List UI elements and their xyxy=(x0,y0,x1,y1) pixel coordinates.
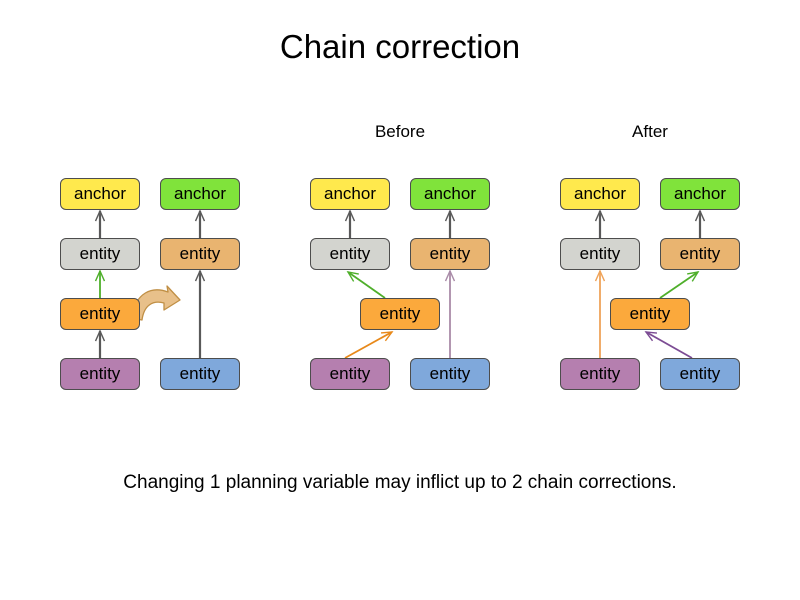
panel-before-arrow-grey-left-top-head xyxy=(344,209,356,222)
panel-plain-entity-purple[interactable]: entity xyxy=(60,358,140,390)
panel-before-arrow-green-diag xyxy=(347,271,386,299)
panel-plain-entity-orange[interactable]: entity xyxy=(60,298,140,330)
panel-before-entity-grey[interactable]: entity xyxy=(310,238,390,270)
panel-caption-after: After xyxy=(632,122,668,141)
panel-before-arrow-mauve-vertical-head xyxy=(444,269,456,282)
panel-after-arrow-purple-diag xyxy=(645,331,693,359)
panel-plain-entity-grey[interactable]: entity xyxy=(60,238,140,270)
panel-plain-arrow-grey-right-long-head xyxy=(194,269,206,282)
panel-plain-anchor-yellow[interactable]: anchor xyxy=(60,178,140,210)
panel-after-arrows xyxy=(594,209,706,359)
panel-after-entity-purple[interactable]: entity xyxy=(560,358,640,390)
panel-plain-arrows xyxy=(94,209,206,358)
panel-after-arrow-purple-diag-head xyxy=(644,331,658,342)
panel-after-entity-grey[interactable]: entity xyxy=(560,238,640,270)
panel-after-entity-blue[interactable]: entity xyxy=(660,358,740,390)
panel-after-entity-orange[interactable]: entity xyxy=(610,298,690,330)
panel-after-arrow-grey-left-top-head xyxy=(594,209,606,222)
panel-plain-entity-blue[interactable]: entity xyxy=(160,358,240,390)
panel-before-anchor-yellow[interactable]: anchor xyxy=(310,178,390,210)
panel-before-arrow-orange-diag-head xyxy=(380,331,394,342)
panel-before-anchor-green[interactable]: anchor xyxy=(410,178,490,210)
panel-caption-before: Before xyxy=(374,122,426,141)
panel-after-arrow-green-diag xyxy=(659,271,699,299)
panel-before-arrows xyxy=(344,209,456,359)
footer-caption: Changing 1 planning variable may inflict… xyxy=(123,472,677,493)
panel-plain-entity-tan[interactable]: entity xyxy=(160,238,240,270)
panel-after-arrow-lightorange-vert-head xyxy=(594,269,606,282)
panel-after-arrow-grey-right-top-head xyxy=(694,209,706,222)
panel-before-arrow-green-diag-head xyxy=(346,271,359,282)
panel-plain-anchor-green[interactable]: anchor xyxy=(160,178,240,210)
panel-after-arrow-green-diag-head xyxy=(687,271,700,282)
panel-after-entity-tan[interactable]: entity xyxy=(660,238,740,270)
panel-plain-arrow-green-left-mid-head xyxy=(94,269,106,282)
panel-before-arrow-grey-right-top-head xyxy=(444,209,456,222)
panel-before-entity-blue[interactable]: entity xyxy=(410,358,490,390)
panel-plain-arrow-grey-right-top-head xyxy=(194,209,206,222)
panel-before-entity-orange[interactable]: entity xyxy=(360,298,440,330)
panel-before-arrow-orange-diag xyxy=(344,331,393,359)
panel-after-anchor-green[interactable]: anchor xyxy=(660,178,740,210)
panel-before-entity-purple[interactable]: entity xyxy=(310,358,390,390)
panel-plain-arrow-grey-left-top-head xyxy=(94,209,106,222)
panel-plain-arrow-grey-left-bot-head xyxy=(94,329,106,342)
page-title: Chain correction xyxy=(279,28,521,65)
panel-after-anchor-yellow[interactable]: anchor xyxy=(560,178,640,210)
panel-before-entity-tan[interactable]: entity xyxy=(410,238,490,270)
